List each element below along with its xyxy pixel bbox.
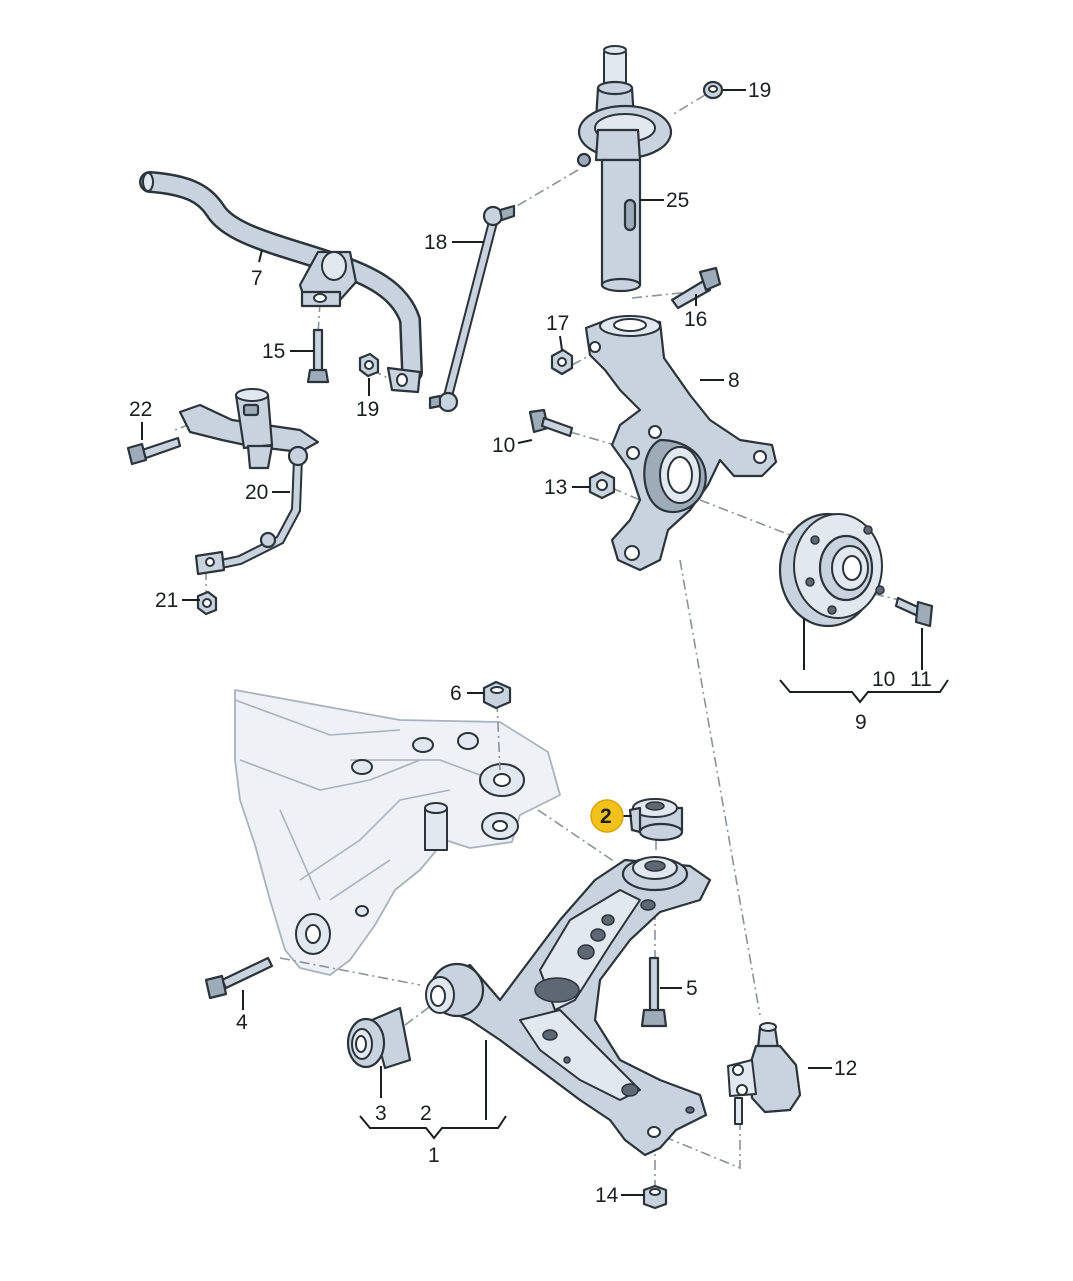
subframe [234,689,561,976]
callout-16: 16 [684,308,707,331]
steering-knuckle [584,315,778,572]
bolt-10-knuckle [528,408,574,438]
callout-8: 8 [728,369,740,392]
callout-18: 18 [424,231,447,254]
stabilizer-bar [139,171,423,394]
callout-4: 4 [236,1011,248,1034]
bolt-22 [126,436,182,466]
callout-17: 17 [546,312,569,335]
bolt-11 [894,596,934,628]
callout-2: 2 [420,1102,432,1125]
callout-7: 7 [251,267,263,290]
callout-10-hub: 10 [872,668,895,691]
wheel-hub [778,512,885,628]
callout-13: 13 [544,476,567,499]
callout-5: 5 [686,977,698,1000]
front-bushing [346,1006,412,1070]
callout-20: 20 [245,481,268,504]
callout-14: 14 [595,1184,619,1207]
bolt-16 [670,266,722,310]
callout-21: 21 [155,589,178,612]
nut-19-mid [358,352,380,378]
callout-25: 25 [666,189,689,212]
assembly-lines [174,94,901,1188]
nut-14 [642,1184,668,1210]
callout-2-highlight: 2 [600,805,612,828]
bolt-15 [306,328,330,384]
nut-19-top [702,80,724,100]
leader-lines [141,89,949,1196]
nut-6 [482,680,512,710]
control-arm [425,856,712,1157]
callout-19-top: 19 [748,79,771,102]
callout-11: 11 [910,668,932,691]
nut-21 [196,590,218,616]
callout-6: 6 [450,682,462,705]
bolt-5 [640,956,668,1028]
strut-assembly [576,45,673,293]
callout-15: 15 [262,340,285,363]
bolt-4 [204,956,274,1000]
nut-13 [588,470,616,500]
callout-1: 1 [428,1144,440,1167]
callout-10-knuckle: 10 [492,434,515,457]
nut-17 [550,348,574,376]
callout-9: 9 [855,711,867,734]
coupling-rod [428,204,516,413]
callout-12: 12 [834,1057,857,1080]
callout-3: 3 [375,1102,387,1125]
callout-labels: 19 25 7 18 16 17 8 15 19 22 10 13 20 21 … [129,79,932,1207]
callout-22: 22 [129,398,152,421]
highlight-marker [590,799,624,833]
level-sensor [178,388,320,576]
ball-joint [727,1022,802,1125]
rear-bushing [628,798,684,842]
callout-19-mid: 19 [356,398,379,421]
